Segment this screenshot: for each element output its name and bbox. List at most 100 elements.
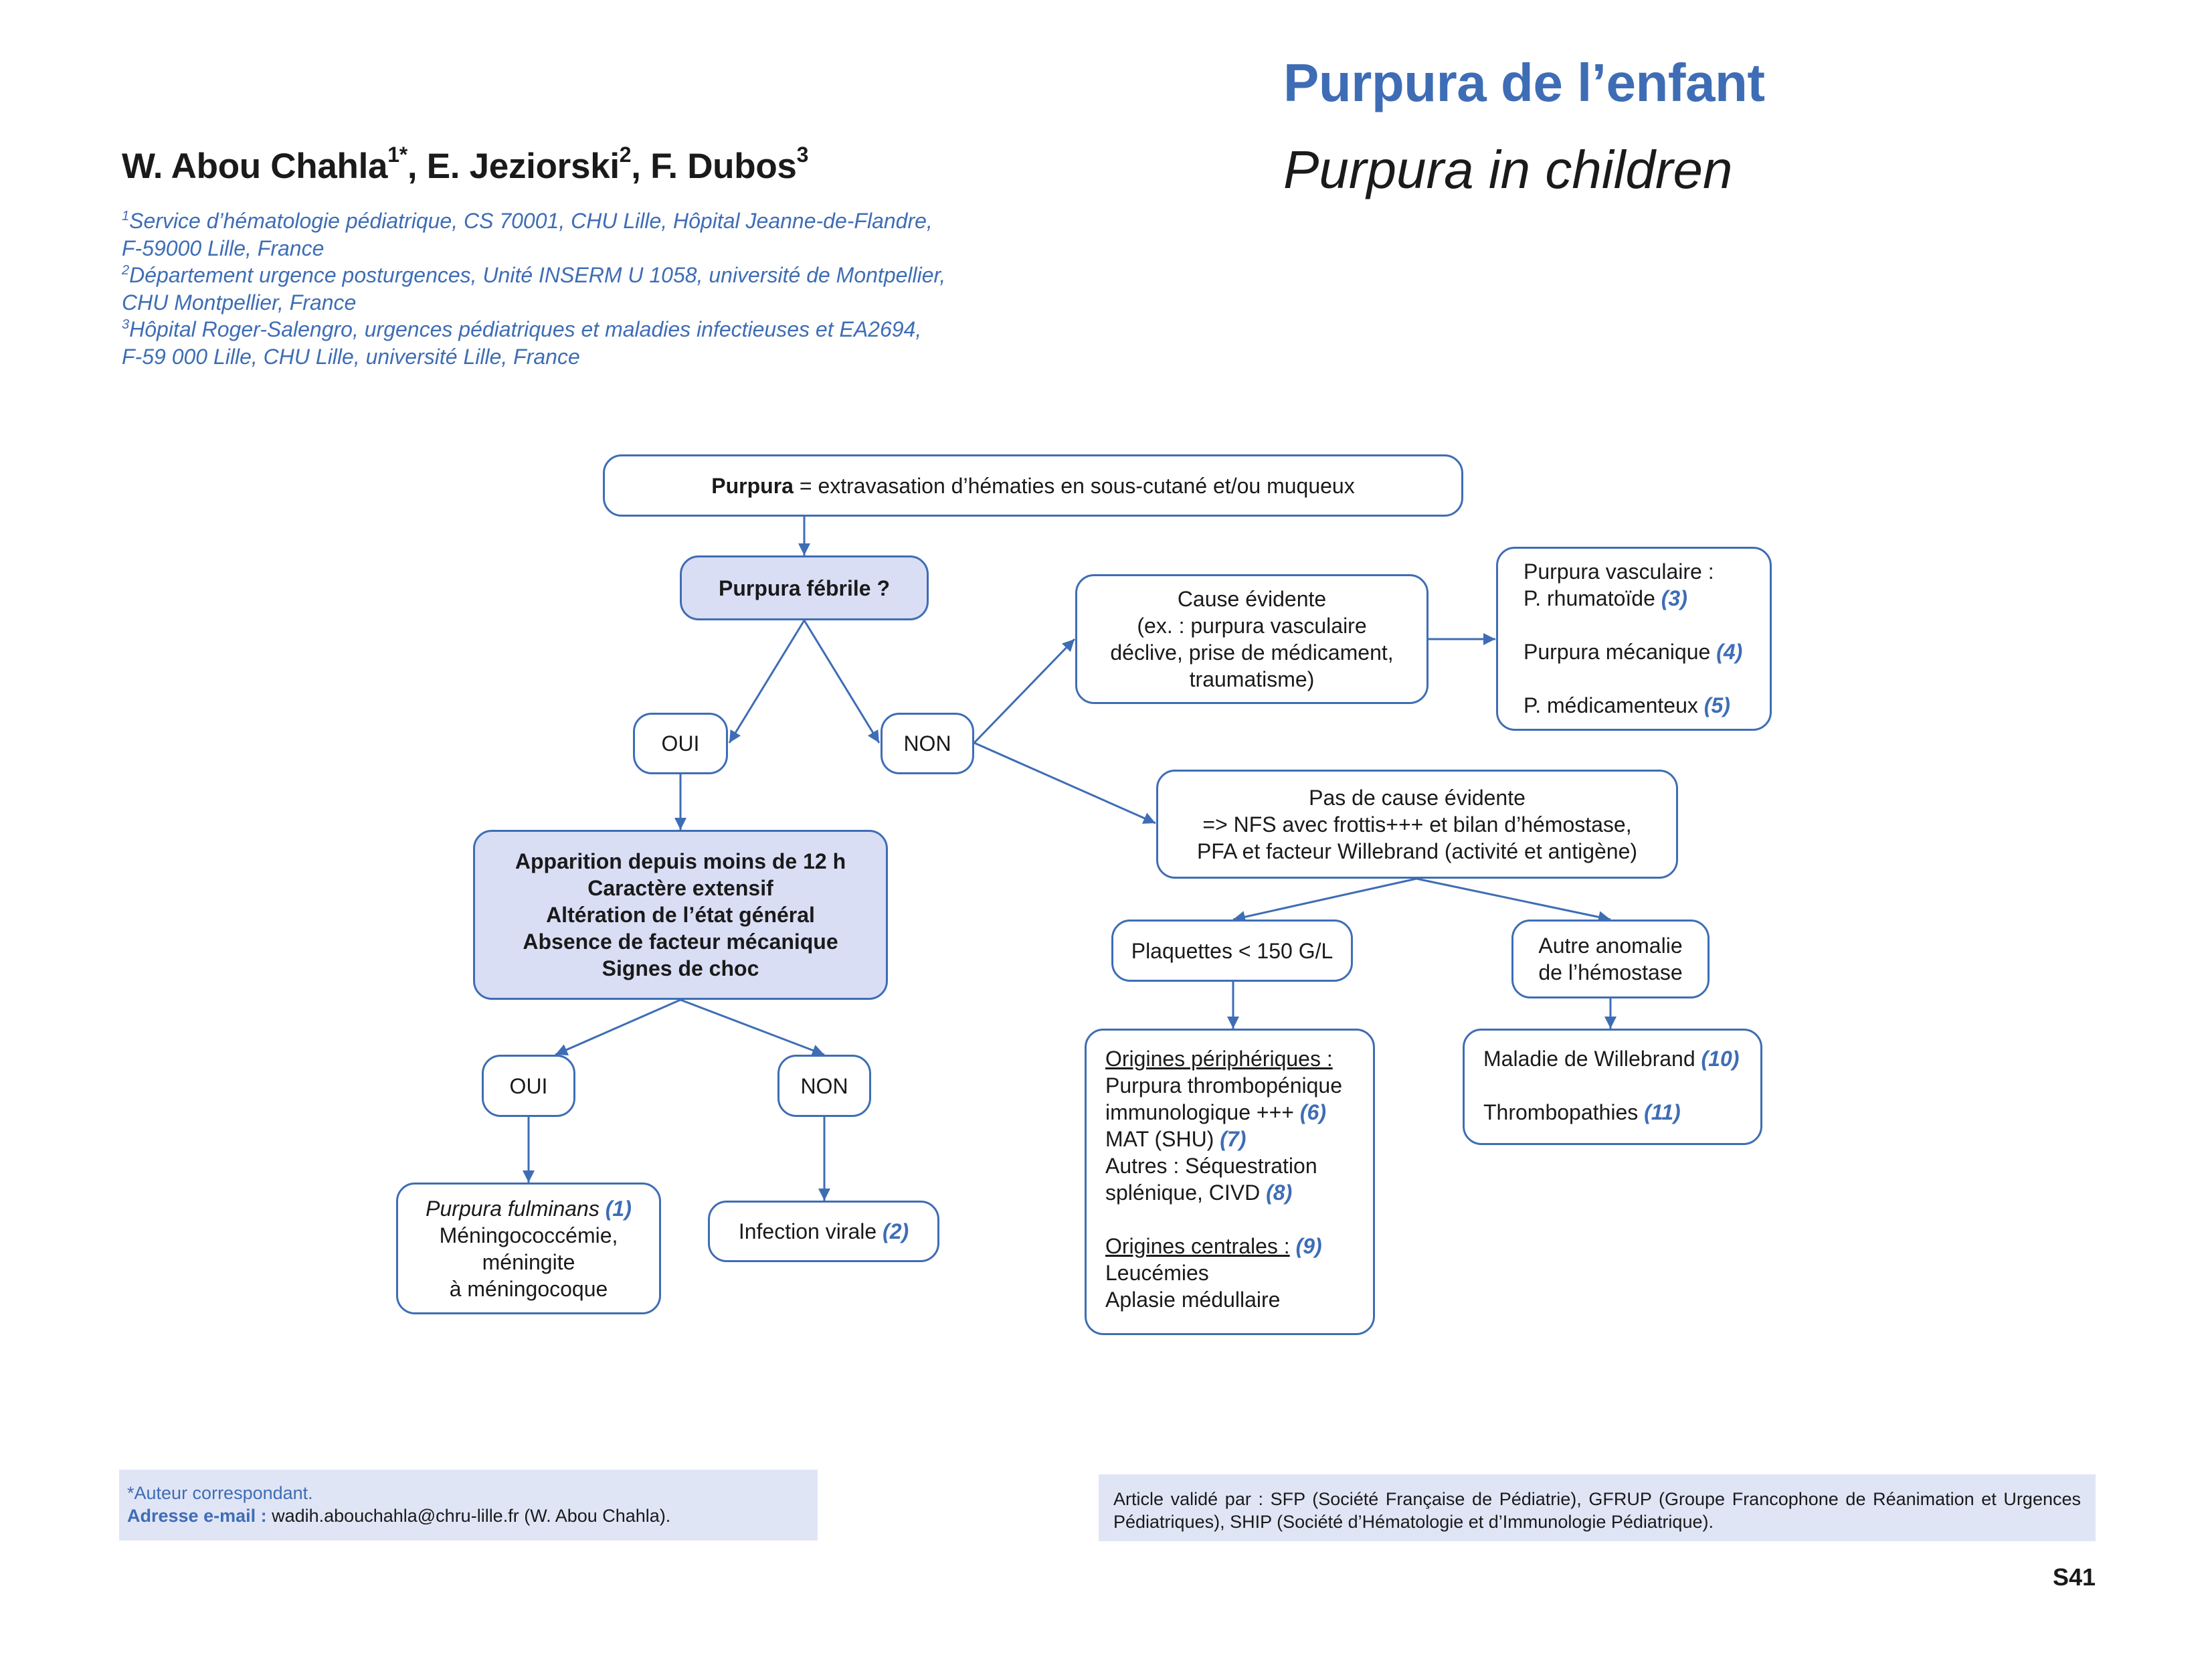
affiliation-line: CHU Montpellier, France: [122, 290, 357, 315]
author-affiliation-mark: 1*: [387, 143, 407, 167]
answer-oui-1: OUI: [633, 713, 728, 774]
fulminans-line: à méningocoque: [449, 1276, 608, 1301]
arrow-question-to-non: [803, 620, 881, 744]
fulminans-line: méningite: [482, 1249, 575, 1274]
affiliation-line: F-59 000 Lille, CHU Lille, université Li…: [122, 344, 580, 369]
no-obvious-cause-box: Pas de cause évidente => NFS avec frotti…: [1156, 770, 1678, 879]
page-number: S41: [2053, 1563, 2096, 1591]
answer-label: OUI: [661, 731, 700, 756]
febrile-question-box: Purpura fébrile ?: [680, 555, 929, 620]
affiliation-line: F-59000 Lille, France: [122, 236, 325, 260]
criterion: Signes de choc: [602, 956, 759, 980]
affiliation-number: 1: [122, 209, 130, 224]
answer-non-1: NON: [881, 713, 974, 774]
severity-criteria-box: Apparition depuis moins de 12 h Caractèr…: [473, 830, 888, 1000]
febrile-question: Purpura fébrile ?: [718, 576, 891, 600]
author-name: F. Dubos: [650, 147, 797, 186]
platelets-box: Plaquettes < 150 G/L: [1111, 920, 1353, 982]
affiliation-line: 2Département urgence posturgences, Unité…: [122, 262, 945, 289]
arrow-criteria-to-oui: [555, 998, 681, 1056]
affiliation-text: Service d’hématologie pédiatrique, CS 70…: [129, 209, 933, 233]
criterion: Caractère extensif: [587, 876, 773, 900]
origin-item: Autres : Séquestration: [1105, 1154, 1317, 1178]
reference-link[interactable]: (10): [1701, 1047, 1740, 1071]
obvious-cause-box: Cause évidente (ex. : purpura vasculaire…: [1075, 574, 1428, 704]
author-affiliation-mark: 2: [619, 143, 632, 167]
reference-link[interactable]: (3): [1661, 586, 1687, 610]
answer-oui-2: OUI: [482, 1055, 575, 1117]
other-anomaly-line: Autre anomalie: [1538, 934, 1683, 958]
vascular-purpura-box: Purpura vasculaire : P. rhumatoïde (3) P…: [1496, 547, 1772, 731]
reference-link[interactable]: (11): [1644, 1100, 1681, 1124]
origin-item: splénique, CIVD: [1105, 1181, 1267, 1205]
no-cause-line: => NFS avec frottis+++ et bilan d’hémost…: [1202, 812, 1632, 837]
other-anomaly-box: Autre anomalie de l’hémostase: [1511, 920, 1710, 998]
hemostasis-item: Thrombopathies: [1483, 1100, 1645, 1124]
affiliations: 1Service d’hématologie pédiatrique, CS 7…: [122, 207, 945, 370]
article-title-en: Purpura in children: [1283, 140, 1733, 199]
vascular-item: P. médicamenteux: [1524, 693, 1698, 717]
email-label: Adresse e-mail :: [127, 1506, 267, 1526]
criterion: Altération de l’état général: [546, 903, 815, 927]
viral-infection-box: Infection virale (2): [708, 1201, 939, 1262]
definition-text: = extravasation d’hématies en sous-cutan…: [793, 473, 1355, 498]
peripheral-heading: Origines périphériques :: [1105, 1047, 1333, 1071]
reference-link[interactable]: (2): [883, 1219, 909, 1243]
criterion: Apparition depuis moins de 12 h: [515, 849, 846, 873]
no-cause-line: PFA et facteur Willebrand (activité et a…: [1196, 839, 1638, 863]
origin-item: Leucémies: [1105, 1261, 1209, 1285]
reference-link[interactable]: (6): [1299, 1100, 1326, 1124]
no-cause-line: Pas de cause évidente: [1309, 785, 1526, 810]
fulminans-title: Purpura fulminans: [426, 1196, 600, 1221]
author-name: E. Jeziorski: [426, 147, 620, 186]
answer-label: OUI: [509, 1073, 548, 1098]
affiliation-number: 3: [122, 317, 130, 332]
author-separator: ,: [407, 147, 427, 186]
definition-box: Purpura = extravasation d’hématies en so…: [603, 454, 1463, 517]
reference-link[interactable]: (1): [605, 1196, 632, 1221]
affiliation-line: 1Service d’hématologie pédiatrique, CS 7…: [122, 207, 945, 235]
other-anomaly-line: de l’hémostase: [1538, 960, 1683, 984]
obvious-cause-line: déclive, prise de médicament,: [1110, 640, 1394, 665]
affiliation-number: 2: [122, 263, 130, 278]
reference-link[interactable]: (7): [1220, 1127, 1247, 1151]
vascular-item: Purpura mécanique: [1524, 640, 1711, 664]
origins-box: Origines périphériques : Purpura thrombo…: [1085, 1029, 1375, 1335]
central-heading: Origines centrales :: [1105, 1234, 1290, 1258]
definition-term: Purpura: [711, 473, 794, 498]
arrow-non-to-obvious-cause: [973, 638, 1076, 744]
reference-link[interactable]: (9): [1295, 1234, 1322, 1258]
viral-text: Infection virale: [738, 1219, 877, 1243]
reference-link[interactable]: (8): [1266, 1181, 1293, 1205]
article-title-fr: Purpura de l’enfant: [1283, 53, 1765, 112]
corresponding-label: *Auteur correspondant.: [127, 1483, 313, 1503]
origin-item: Aplasie médullaire: [1105, 1288, 1281, 1312]
reference-link[interactable]: (5): [1703, 693, 1730, 717]
obvious-cause-line: traumatisme): [1189, 667, 1315, 691]
answer-label: NON: [903, 731, 951, 756]
corresponding-author-note: *Auteur correspondant. Adresse e-mail : …: [119, 1470, 818, 1541]
reference-link[interactable]: (4): [1716, 640, 1743, 664]
affiliation-text: Département urgence posturgences, Unité …: [129, 263, 946, 287]
criterion: Absence de facteur mécanique: [523, 930, 838, 954]
arrow-no-cause-to-other: [1416, 877, 1611, 924]
arrow-criteria-to-non: [680, 998, 825, 1056]
vascular-heading: Purpura vasculaire :: [1524, 559, 1714, 584]
fulminans-box: Purpura fulminans (1) Méningococcémie, m…: [396, 1183, 661, 1314]
obvious-cause-line: Cause évidente: [1177, 587, 1327, 611]
answer-label: NON: [800, 1073, 848, 1098]
author-affiliation-mark: 3: [796, 143, 809, 167]
affiliation-text: Hôpital Roger-Salengro, urgences pédiatr…: [129, 317, 922, 341]
answer-non-2: NON: [777, 1055, 871, 1117]
obvious-cause-line: (ex. : purpura vasculaire: [1137, 614, 1367, 638]
author-separator: ,: [631, 147, 651, 186]
vascular-item: P. rhumatoïde: [1524, 586, 1655, 610]
hemostasis-box: Maladie de Willebrand (10) Thrombopathie…: [1463, 1029, 1762, 1145]
email-link[interactable]: wadih.abouchahla@chru-lille.fr (W. Abou …: [266, 1506, 671, 1526]
arrow-non-to-no-obvious-cause: [974, 741, 1156, 824]
author-name: W. Abou Chahla: [122, 147, 388, 186]
affiliation-line: 3Hôpital Roger-Salengro, urgences pédiat…: [122, 316, 945, 343]
origin-item: Purpura thrombopénique: [1105, 1073, 1343, 1098]
hemostasis-item: Maladie de Willebrand: [1483, 1047, 1701, 1071]
